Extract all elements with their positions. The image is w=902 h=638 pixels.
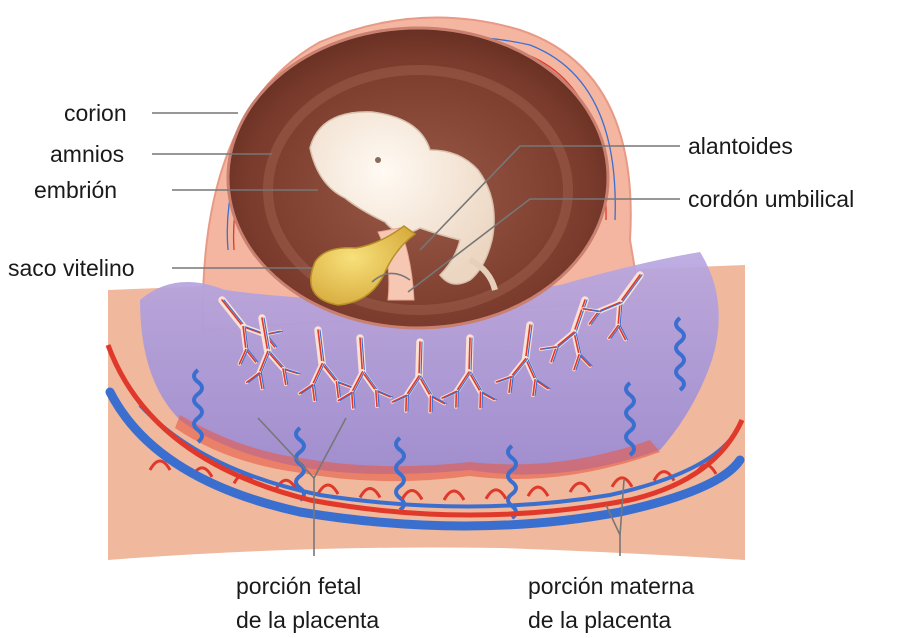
label-porcion-materna-line2: de la placenta: [528, 607, 671, 633]
label-corion: corion: [64, 100, 127, 126]
label-embrion: embrión: [34, 177, 117, 203]
label-saco-vitelino: saco vitelino: [8, 255, 135, 281]
label-porcion-fetal-line2: de la placenta: [236, 607, 379, 633]
label-alantoides: alantoides: [688, 133, 793, 159]
label-porcion-materna-line1: porción materna: [528, 573, 694, 599]
label-cordon-umbilical: cordón umbilical: [688, 186, 854, 212]
villus-vessel: [352, 392, 353, 408]
villus-vessel: [469, 338, 470, 372]
villus-vessel: [419, 342, 420, 376]
villus-vessel: [376, 391, 377, 407]
label-amnios: amnios: [50, 141, 124, 167]
label-porcion-fetal-line1: porción fetal: [236, 573, 361, 599]
